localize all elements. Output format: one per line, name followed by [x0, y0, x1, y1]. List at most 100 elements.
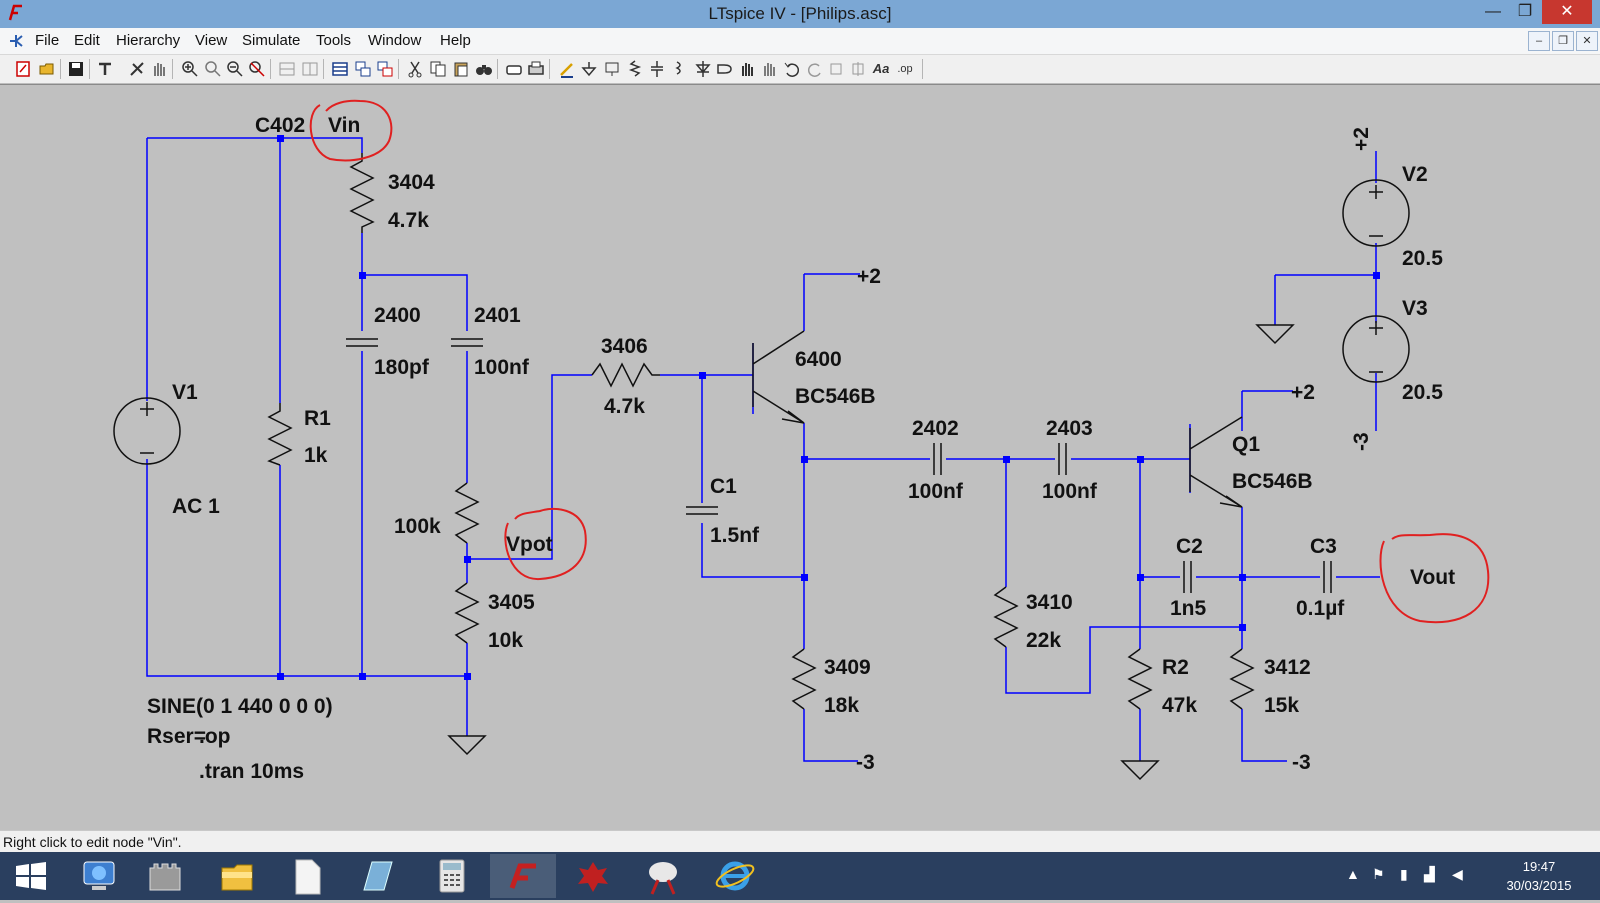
ground-symbol[interactable]: [447, 735, 487, 756]
halt-icon[interactable]: [150, 60, 168, 78]
notepad-app-icon[interactable]: [344, 854, 410, 898]
ltspice-app-button[interactable]: [490, 854, 556, 898]
find-icon[interactable]: [475, 60, 493, 78]
move-icon[interactable]: [738, 60, 756, 78]
volume-icon[interactable]: ◀: [1452, 866, 1463, 882]
capacitor-icon[interactable]: [648, 60, 666, 78]
copy-icon[interactable]: [429, 60, 447, 78]
schematic-canvas[interactable]: C402 Vin 3404 4.7k 2400 180pf 2401 100nf…: [0, 84, 1600, 829]
potentiometer-100k[interactable]: [454, 482, 480, 544]
resistor-3405[interactable]: [454, 582, 480, 644]
minimize-button[interactable]: —: [1485, 3, 1501, 20]
capacitor-2401[interactable]: [451, 338, 483, 347]
resistor-icon[interactable]: [626, 60, 644, 78]
capacitor-c1[interactable]: [686, 506, 718, 515]
calculator-app-icon[interactable]: [418, 854, 484, 898]
battery-icon[interactable]: ▮: [1400, 866, 1408, 882]
vpot-net-label[interactable]: Vpot: [506, 533, 553, 556]
vout-net-label[interactable]: Vout: [1410, 566, 1455, 589]
wires[interactable]: [146, 137, 1380, 762]
castle-app-icon[interactable]: [132, 854, 198, 898]
capacitor-2403[interactable]: [1058, 443, 1067, 475]
internet-explorer-app-icon[interactable]: [702, 854, 768, 898]
mdi-minimize-button[interactable]: –: [1528, 31, 1550, 51]
start-button[interactable]: [0, 854, 66, 898]
menu-simulate[interactable]: Simulate: [242, 32, 301, 49]
resistor-3404[interactable]: [349, 153, 375, 233]
ground-symbol[interactable]: [1120, 760, 1160, 781]
paint-app-icon[interactable]: [630, 854, 696, 898]
run-icon[interactable]: [128, 60, 146, 78]
menu-edit[interactable]: Edit: [74, 32, 100, 49]
menu-help[interactable]: Help: [440, 32, 471, 49]
tile-vertical-icon[interactable]: [301, 60, 319, 78]
rser-directive[interactable]: Rser=: [147, 725, 206, 748]
zoom-fit-icon[interactable]: [248, 60, 266, 78]
save-icon[interactable]: [67, 60, 85, 78]
mdi-close-button[interactable]: ✕: [1576, 31, 1598, 51]
menu-hierarchy[interactable]: Hierarchy: [116, 32, 181, 49]
transistor-6400[interactable]: [752, 330, 805, 424]
voltage-source-v3[interactable]: [1342, 315, 1410, 383]
zoom-out-icon[interactable]: [226, 60, 244, 78]
mirror-icon[interactable]: [850, 60, 868, 78]
inductor-icon[interactable]: [670, 60, 688, 78]
undo-icon[interactable]: [783, 60, 801, 78]
tran-directive[interactable]: .tran 10ms: [199, 760, 304, 783]
resistor-3410[interactable]: [993, 586, 1019, 648]
resistor-3412[interactable]: [1229, 648, 1255, 710]
label-net-icon[interactable]: [603, 60, 621, 78]
transistor-q1[interactable]: [1189, 416, 1243, 508]
cut-icon[interactable]: [406, 60, 424, 78]
resistor-r1[interactable]: [267, 403, 293, 466]
print-setup-icon[interactable]: [505, 60, 523, 78]
drag-icon[interactable]: [760, 60, 778, 78]
capacitor-c3[interactable]: [1323, 561, 1332, 593]
file-explorer-app-icon[interactable]: [204, 854, 270, 898]
open-icon[interactable]: [38, 60, 56, 78]
menu-window[interactable]: Window: [368, 32, 422, 49]
resistor-3409[interactable]: [791, 648, 817, 710]
tile-windows-icon[interactable]: [354, 60, 372, 78]
menu-file[interactable]: File: [35, 32, 60, 49]
close-all-icon[interactable]: [376, 60, 394, 78]
clock[interactable]: 19:47 30/03/2015: [1494, 857, 1584, 895]
ground-icon[interactable]: [580, 60, 598, 78]
resistor-r2[interactable]: [1127, 648, 1153, 710]
rotate-icon[interactable]: [828, 60, 846, 78]
menu-tools[interactable]: Tools: [316, 32, 352, 49]
diode-icon[interactable]: [694, 60, 712, 78]
print-icon[interactable]: [527, 60, 545, 78]
network-icon[interactable]: ▟: [1424, 866, 1435, 882]
pan-icon[interactable]: [204, 60, 222, 78]
control-panel-icon[interactable]: [96, 60, 114, 78]
tray-arrow-icon[interactable]: ▲: [1346, 866, 1360, 882]
tile-horizontal-icon[interactable]: [278, 60, 296, 78]
red-app-icon[interactable]: [560, 854, 626, 898]
zoom-in-icon[interactable]: [181, 60, 199, 78]
voltage-source-v2[interactable]: [1342, 179, 1410, 247]
new-schematic-icon[interactable]: [14, 60, 32, 78]
capacitor-2400[interactable]: [346, 338, 378, 347]
spice-directive-button[interactable]: .op: [897, 63, 913, 75]
sine-directive[interactable]: SINE(0 1 440 0 0 0): [147, 695, 333, 718]
op-directive[interactable]: .op: [199, 725, 231, 748]
component-icon[interactable]: [716, 60, 734, 78]
maximize-button[interactable]: ❐: [1517, 3, 1533, 20]
redo-icon[interactable]: [806, 60, 824, 78]
menu-view[interactable]: View: [195, 32, 228, 49]
voltage-source-v1[interactable]: [113, 397, 181, 465]
capacitor-2402[interactable]: [933, 443, 942, 475]
cascade-icon[interactable]: [331, 60, 349, 78]
vin-net-label[interactable]: Vin: [328, 114, 360, 137]
ground-symbol[interactable]: [1255, 324, 1295, 345]
capacitor-c2[interactable]: [1183, 561, 1192, 593]
remote-desktop-app-icon[interactable]: [66, 854, 132, 898]
wire-icon[interactable]: [558, 60, 576, 78]
paste-icon[interactable]: [452, 60, 470, 78]
mdi-restore-button[interactable]: ❐: [1552, 31, 1574, 51]
close-button[interactable]: ✕: [1542, 0, 1592, 24]
document-app-icon[interactable]: [274, 854, 340, 898]
flag-icon[interactable]: ⚑: [1372, 866, 1385, 882]
resistor-3406[interactable]: [591, 362, 660, 388]
